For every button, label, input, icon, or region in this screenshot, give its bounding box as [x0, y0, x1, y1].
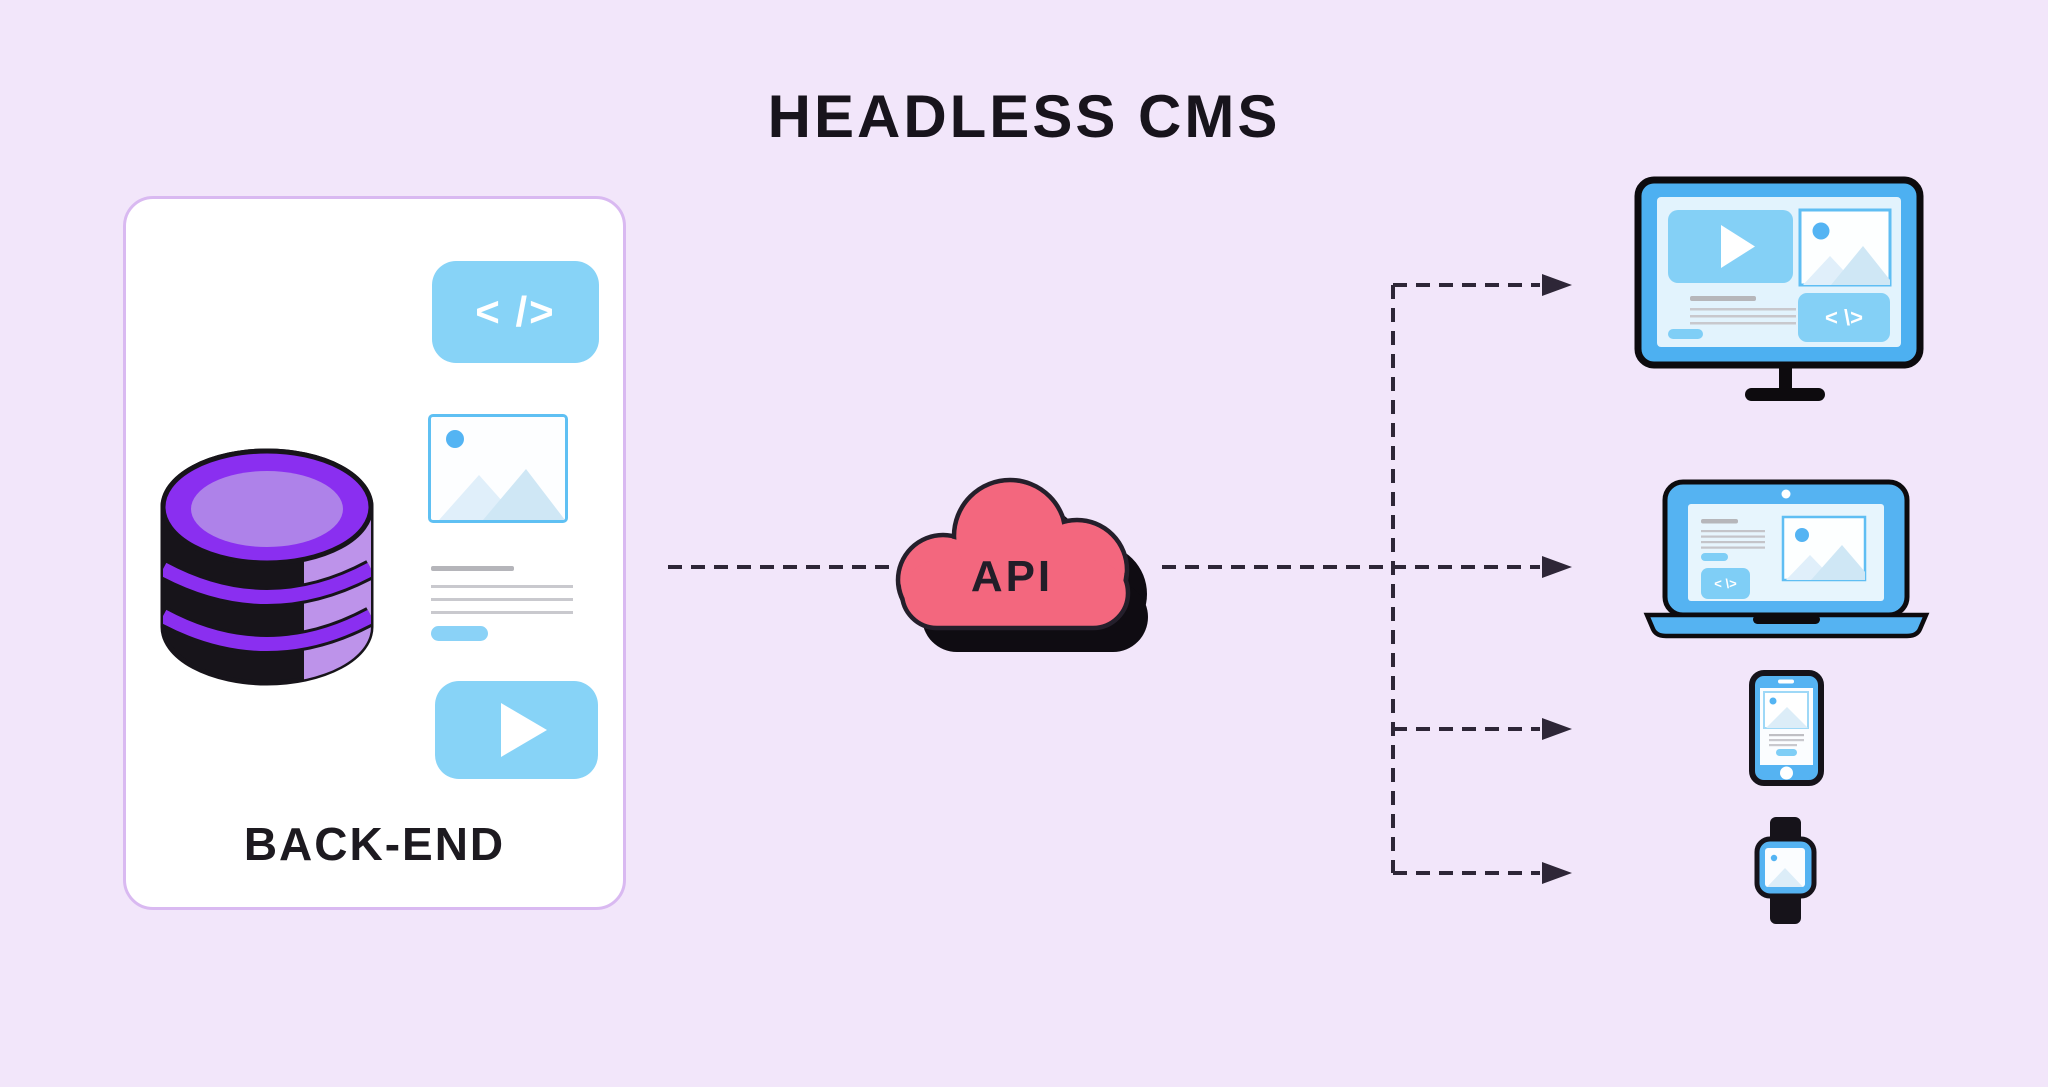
backend-card: < /> BACK-END	[123, 196, 626, 910]
text-line	[431, 585, 573, 588]
button-pill	[1776, 749, 1797, 756]
desktop-monitor-icon: < \>	[1634, 176, 1924, 401]
text-line	[1690, 322, 1796, 325]
button-pill	[1701, 553, 1728, 561]
arrowhead-monitor	[1542, 274, 1572, 296]
text-line	[1701, 535, 1765, 538]
code-snippet-icon: < />	[432, 261, 599, 363]
arrowhead-watch	[1542, 862, 1572, 884]
image-placeholder-icon	[428, 414, 568, 523]
image-dot	[1770, 854, 1778, 862]
code-glyph: < />	[475, 288, 556, 335]
play-video-icon	[435, 681, 598, 779]
text-line	[431, 611, 573, 614]
text-lines-icon	[431, 566, 573, 641]
laptop-base	[1643, 612, 1930, 639]
image-dot	[1795, 528, 1809, 542]
play-triangle-icon	[500, 703, 547, 757]
monitor-stand-pole	[1779, 362, 1792, 394]
play-triangle-icon	[1721, 225, 1755, 268]
laptop-notch	[1753, 615, 1820, 624]
watch-strap-bottom	[1770, 891, 1801, 924]
mountain-large	[483, 469, 565, 520]
phone-home-button	[1780, 766, 1793, 780]
monitor-code-tile	[1798, 293, 1890, 342]
text-line	[1701, 546, 1765, 549]
laptop-icon: < \>	[1643, 479, 1930, 639]
api-cloud: API	[895, 477, 1148, 652]
text-line	[431, 598, 573, 601]
database-icon	[160, 448, 374, 686]
image-dot	[1812, 222, 1830, 240]
camera-dot	[1781, 489, 1791, 499]
arrowhead-phone	[1542, 718, 1572, 740]
phone-speaker	[1778, 679, 1794, 684]
laptop-code-tile	[1701, 568, 1750, 599]
button-pill	[431, 626, 488, 641]
image-dot	[1769, 697, 1777, 705]
diagram-title: HEADLESS CMS	[767, 83, 1281, 150]
text-line	[1769, 744, 1797, 747]
code-glyph: < \>	[1714, 576, 1737, 591]
text-line	[1701, 541, 1765, 544]
monitor-stand-base	[1745, 388, 1825, 401]
arrowhead-laptop	[1542, 556, 1572, 578]
smartwatch-icon	[1754, 817, 1817, 924]
api-label: API	[971, 552, 1053, 601]
image-dot	[446, 430, 464, 448]
text-line	[1769, 739, 1804, 742]
text-line	[1690, 308, 1796, 311]
button-pill	[1668, 329, 1703, 339]
code-glyph: < \>	[1825, 305, 1863, 330]
smartphone-icon	[1749, 670, 1824, 786]
text-line	[1701, 530, 1765, 533]
text-line	[1769, 734, 1804, 737]
text-line-heading	[1690, 296, 1756, 301]
text-line-heading	[1701, 519, 1738, 524]
text-line	[1690, 315, 1796, 318]
backend-label: BACK-END	[243, 818, 506, 870]
text-line-heading	[431, 566, 514, 571]
